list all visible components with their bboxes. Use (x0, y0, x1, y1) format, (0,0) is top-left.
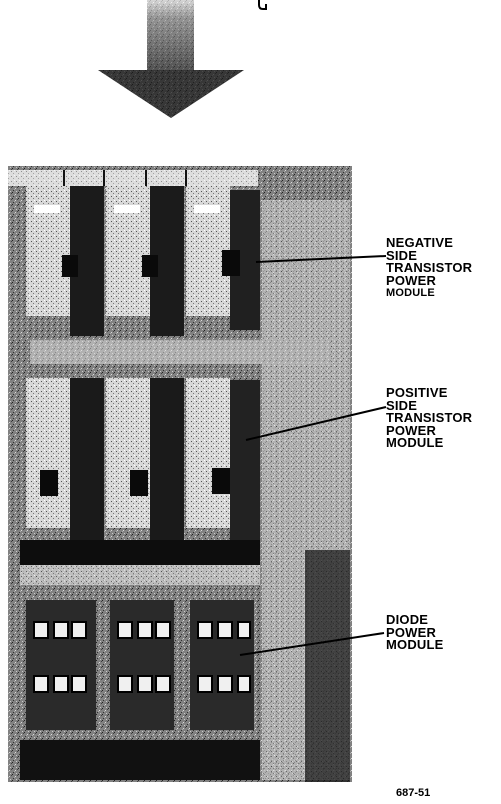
callout-line: TRANSISTOR (386, 410, 473, 425)
callout-line: MODULE (386, 435, 444, 450)
callout-line: SIDE (386, 397, 418, 413)
callout-line: MODULE (386, 287, 435, 299)
small-corner-mark-icon (258, 0, 267, 10)
callout-line: SIDE (386, 247, 418, 263)
callout-line: NEGATIVE (386, 235, 454, 250)
callout-line: TRANSISTOR (386, 260, 473, 275)
cabinet-photo (8, 166, 352, 782)
negative-transistor-modules (26, 186, 260, 336)
figure-number: 687-51 (396, 787, 431, 799)
callout-leader-lines (239, 255, 387, 656)
callout-line: POWER (386, 624, 437, 640)
callout-line: DIODE (386, 612, 429, 627)
diode-power-modules (20, 565, 260, 780)
callout-diode-power-module: DIODE POWER MODULE (386, 612, 444, 652)
callout-line: POSITIVE (386, 385, 448, 400)
positive-transistor-modules (26, 378, 260, 548)
down-arrow-icon (98, 0, 244, 118)
callout-line: MODULE (386, 637, 444, 652)
callout-negative-side-transistor: NEGATIVE SIDE TRANSISTOR POWER MODULE (386, 235, 473, 300)
callout-positive-side-transistor: POSITIVE SIDE TRANSISTOR POWER MODULE (386, 385, 473, 450)
callout-line: POWER (386, 272, 437, 288)
callout-line: POWER (386, 422, 437, 438)
